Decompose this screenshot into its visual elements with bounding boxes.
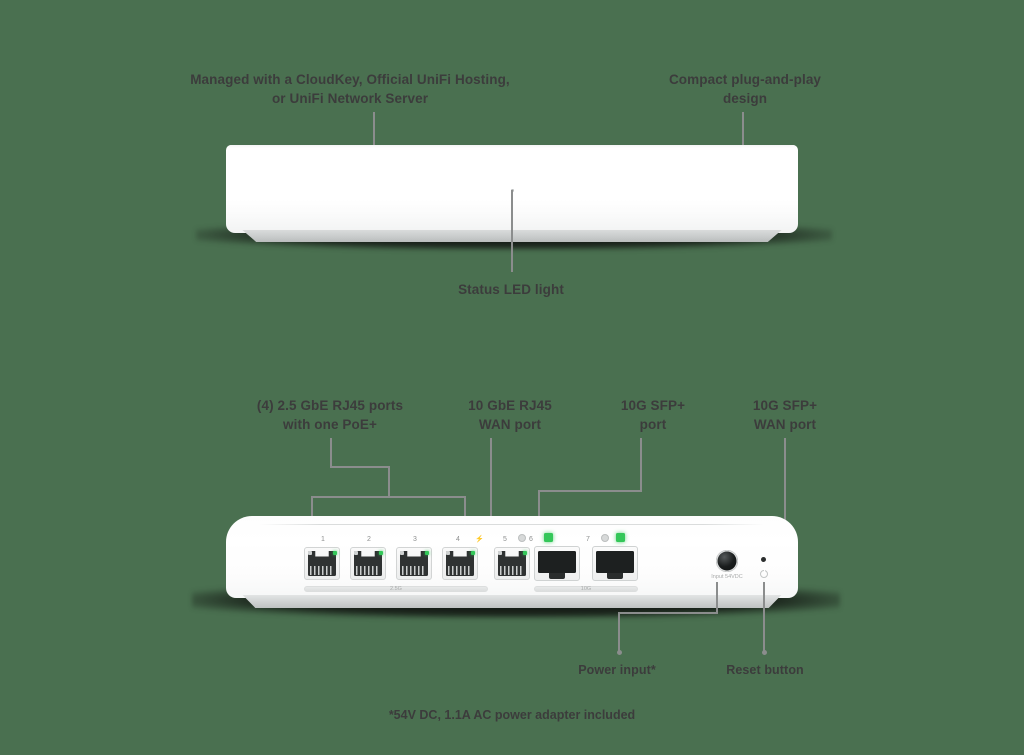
rj45-pins [500,566,524,575]
port-number-5: 5 [503,536,507,543]
port-number-6: 6 [529,536,533,543]
rj45-port-1[interactable] [304,547,340,580]
device-front-body [226,145,798,233]
sfp-cage [596,551,634,573]
rj45-led-right [424,550,429,555]
callout-status-led: Status LED light [458,282,564,297]
reset-button-pinhole[interactable] [761,557,766,562]
sfp-group-strip-label: 10G [580,586,592,592]
dc-power-jack-label: Input 54VDC [711,574,743,580]
rj45-pins [310,566,334,575]
callout-rj45-25gbe: (4) 2.5 GbE RJ45 ports with one PoE+ [256,398,404,432]
footnote-text: *54V DC, 1.1A AC power adapter included [388,708,636,722]
port-number-3: 3 [413,536,417,543]
reset-ring-icon [760,568,768,578]
port-number-7: 7 [586,536,590,543]
wan-globe-icon-port5 [518,534,526,542]
leader-power-input-end [616,650,622,655]
device-rear-body: 1 2 3 4 ⚡ 5 [226,516,798,598]
leader-power-input-jog [618,612,718,614]
rj45-port-3[interactable] [396,547,432,580]
rj45-led-left [445,550,450,555]
device-rear-base [242,595,782,608]
callout-rj45-10gbe-wan: 10 GbE RJ45 WAN port [468,398,552,432]
rj45-led-left [497,550,502,555]
callout-sfp-10g: 10G SFP+ port [620,398,686,432]
sfp-tab [607,573,623,579]
callout-management: Managed with a CloudKey, Official UniFi … [190,72,510,106]
port-number-1: 1 [321,536,325,543]
leader-rj45-group-stem [330,438,332,466]
rj45-port-4-poe[interactable] [442,547,478,580]
rj45-port-5-wan[interactable] [494,547,530,580]
port-number-4: 4 [456,536,460,543]
leader-sfp-stem [640,438,642,490]
leader-rj45-bracket-top [311,496,466,498]
port-number-2: 2 [367,536,371,543]
rj45-pins [448,566,472,575]
rj45-led-right [378,550,383,555]
sfp-port-6[interactable] [534,546,580,581]
callout-reset-button: Reset button [726,663,804,677]
sfp-port-7-wan[interactable] [592,546,638,581]
leader-rj45-group-drop [388,466,390,496]
leader-reset-button-end [761,650,767,655]
poe-bolt-icon: ⚡ [475,536,484,543]
rj45-group-strip-label: 2.5G [390,586,402,592]
leader-rj45-group-jog [330,466,389,468]
rj45-led-right [470,550,475,555]
leader-sfp-wan-stem [784,438,786,528]
wan-globe-icon-port7 [601,534,609,542]
sfp-tab [549,573,565,579]
device-front-view [226,145,798,242]
leader-power-input-drop [618,612,620,652]
leader-sfp-jog [538,490,642,492]
callout-design: Compact plug-and-play design [668,72,822,106]
sfp-cage [538,551,576,573]
leader-power-input-stem [716,582,718,612]
rj45-led-left [399,550,404,555]
callout-sfp-10g-wan: 10G SFP+ WAN port [752,398,818,432]
rj45-led-right [332,550,337,555]
rj45-port-2[interactable] [350,547,386,580]
rj45-led-right [522,550,527,555]
dc-power-jack[interactable] [716,550,738,572]
device-rear-view: 1 2 3 4 ⚡ 5 [226,516,798,608]
rj45-pins [402,566,426,575]
leader-design [742,112,744,147]
rj45-led-left [307,550,312,555]
rj45-pins [356,566,380,575]
leader-status-led [511,190,513,272]
sfp-led-port6 [544,533,553,542]
rj45-led-left [353,550,358,555]
callout-power-input: Power input* [578,663,656,677]
sfp-group-strip [534,586,638,592]
rj45-group-strip [304,586,488,592]
leader-management [373,112,375,147]
leader-reset-button [763,582,765,652]
sfp-led-port7 [616,533,625,542]
leader-rj45-wan [490,438,492,548]
